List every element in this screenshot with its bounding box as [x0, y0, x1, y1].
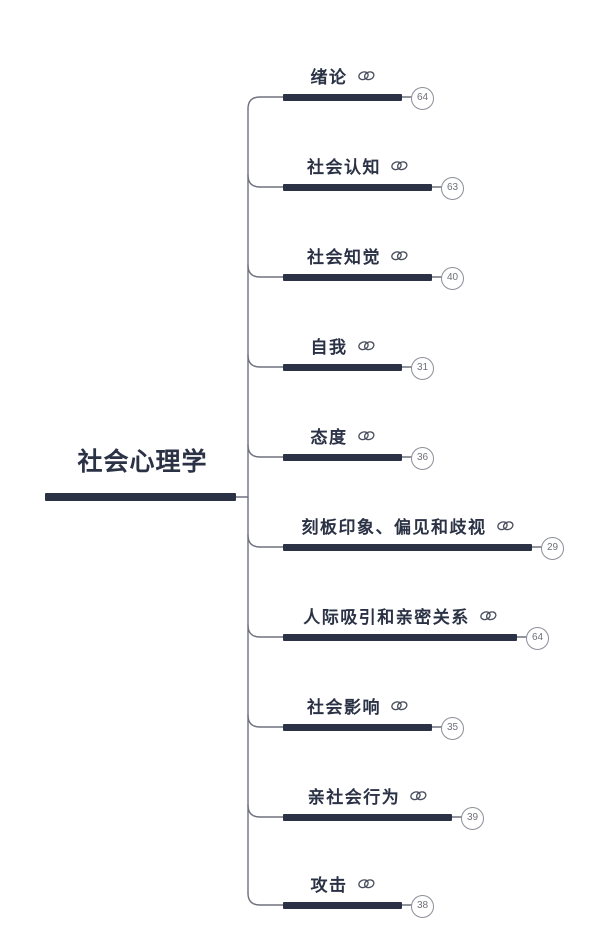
root-underline-bar	[45, 493, 236, 501]
branch-count-badge[interactable]: 38	[411, 895, 434, 918]
branch-underline-bar	[283, 634, 517, 641]
branch-node[interactable]: 社会影响	[283, 679, 432, 731]
branch-label: 亲社会行为	[307, 788, 401, 807]
branch-label: 态度	[310, 428, 348, 447]
branch-count-badge[interactable]: 63	[441, 177, 464, 200]
branch-count-badge[interactable]: 36	[411, 447, 434, 470]
branch-connector-line	[247, 444, 284, 458]
branch-connector-line	[247, 96, 284, 110]
branch-node[interactable]: 社会知觉	[283, 229, 432, 281]
link-icon[interactable]	[390, 699, 408, 713]
branch-underline-bar	[283, 364, 402, 371]
link-icon[interactable]	[409, 789, 427, 803]
link-icon[interactable]	[357, 69, 375, 83]
branch-underline-bar	[283, 902, 402, 909]
link-icon[interactable]	[479, 609, 497, 623]
branch-underline-bar	[283, 94, 402, 101]
branch-underline-bar	[283, 274, 432, 281]
branch-count-badge[interactable]: 35	[441, 717, 464, 740]
branch-node[interactable]: 人际吸引和亲密关系	[283, 589, 517, 641]
branch-underline-bar	[283, 814, 452, 821]
branch-label-row: 刻板印象、偏见和歧视	[283, 513, 532, 538]
branch-count-badge[interactable]: 29	[541, 537, 564, 560]
root-title: 社会心理学	[77, 448, 208, 476]
branch-label: 社会影响	[307, 698, 381, 717]
branch-label: 刻板印象、偏见和歧视	[301, 518, 487, 537]
link-icon[interactable]	[390, 159, 408, 173]
branch-underline-bar	[283, 184, 432, 191]
branch-label: 社会认知	[307, 158, 381, 177]
branch-node[interactable]: 绪论	[283, 49, 402, 101]
branch-label-row: 社会认知	[283, 153, 432, 178]
link-icon[interactable]	[390, 249, 408, 263]
branch-label-row: 态度	[283, 423, 402, 448]
link-icon[interactable]	[357, 339, 375, 353]
branch-connector-line	[247, 174, 284, 188]
link-icon[interactable]	[357, 429, 375, 443]
branch-count-badge[interactable]: 39	[461, 807, 484, 830]
branch-connector-line	[247, 624, 284, 638]
branch-label-row: 亲社会行为	[283, 783, 452, 808]
branch-count-badge[interactable]: 31	[411, 357, 434, 380]
branch-label-row: 自我	[283, 333, 402, 358]
branch-node[interactable]: 自我	[283, 319, 402, 371]
branch-connector-line	[247, 264, 284, 278]
branch-node[interactable]: 刻板印象、偏见和歧视	[283, 499, 532, 551]
branch-node[interactable]: 社会认知	[283, 139, 432, 191]
branch-label: 社会知觉	[307, 248, 381, 267]
branch-connector-line	[247, 804, 284, 818]
branch-label-row: 人际吸引和亲密关系	[283, 603, 517, 628]
branch-connector-line	[247, 354, 284, 368]
branch-underline-bar	[283, 724, 432, 731]
branch-underline-bar	[283, 454, 402, 461]
branch-label-row: 社会影响	[283, 693, 432, 718]
branch-label: 攻击	[310, 876, 348, 895]
link-icon[interactable]	[357, 877, 375, 891]
branch-count-badge[interactable]: 64	[411, 87, 434, 110]
link-icon[interactable]	[496, 519, 514, 533]
branch-connector-line	[247, 714, 284, 728]
branch-label: 自我	[310, 338, 348, 357]
branch-count-badge[interactable]: 64	[526, 627, 549, 650]
branch-node[interactable]: 亲社会行为	[283, 769, 452, 821]
branch-underline-bar	[283, 544, 532, 551]
branch-label-row: 社会知觉	[283, 243, 432, 268]
branch-node[interactable]: 攻击	[283, 857, 402, 909]
branch-label: 绪论	[310, 68, 348, 87]
branch-connector-line	[247, 534, 284, 548]
branch-node[interactable]: 态度	[283, 409, 402, 461]
branch-count-badge[interactable]: 40	[441, 267, 464, 290]
branch-label: 人际吸引和亲密关系	[303, 608, 470, 627]
branch-label-row: 攻击	[283, 871, 402, 896]
branch-connector-line	[247, 892, 284, 906]
branch-label-row: 绪论	[283, 63, 402, 88]
